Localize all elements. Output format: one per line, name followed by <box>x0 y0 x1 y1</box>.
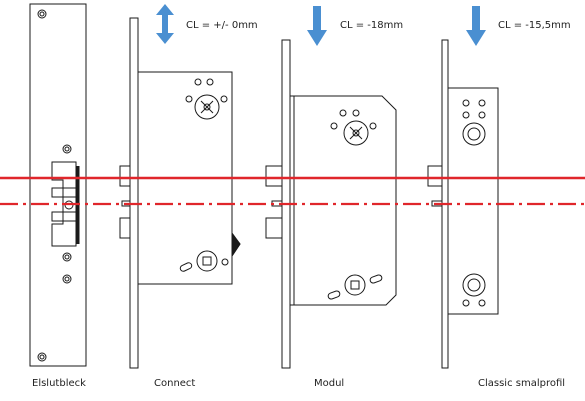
connect-cylinder-icon <box>196 250 218 272</box>
elslutbleck-caption: Elslutbleck <box>32 378 86 389</box>
classic-follower-icon <box>462 122 486 146</box>
case-hole-icon <box>462 99 470 107</box>
classic-lock-case <box>447 87 499 315</box>
case-hole-icon <box>339 109 347 117</box>
case-hole-icon <box>221 258 229 266</box>
case-hole-icon <box>478 111 486 119</box>
case-slot-icon <box>327 290 341 300</box>
case-slot-icon <box>179 262 193 272</box>
screw-hole-icon <box>62 274 72 284</box>
classic-caption: Classic smalprofil <box>478 378 566 389</box>
connect-faceplate <box>129 17 139 369</box>
screw-hole-icon <box>62 252 72 262</box>
case-hole-icon <box>194 78 202 86</box>
modul-lock-case <box>289 95 397 306</box>
connect-double-arrow-icon <box>156 4 174 44</box>
case-hole-icon <box>462 299 470 307</box>
case-slot-icon <box>369 274 383 284</box>
connect-cl-label: CL = +/- 0mm <box>186 20 258 31</box>
case-hole-icon <box>220 95 228 103</box>
screw-hole-icon <box>37 9 47 19</box>
connect-caption: Connect <box>154 378 196 389</box>
modul-latch-bolt <box>265 165 283 187</box>
modul-dead-bolt <box>265 217 283 239</box>
connect-follower-icon <box>194 94 220 120</box>
strike-plate-body <box>29 3 87 367</box>
case-hole-icon <box>206 78 214 86</box>
modul-cl-label: CL = -18mm <box>340 20 404 31</box>
case-hole-icon <box>462 111 470 119</box>
case-hole-icon <box>478 299 486 307</box>
cylinder-cam-icon <box>350 280 360 290</box>
follower-square-icon <box>349 126 363 140</box>
connect-dead-bolt <box>119 217 131 239</box>
connect-latch-bolt <box>119 165 131 187</box>
latch-pocket <box>51 187 77 198</box>
case-hole-icon <box>478 99 486 107</box>
screw-hole-icon <box>62 144 72 154</box>
modul-cylinder-icon <box>344 274 366 296</box>
classic-down-arrow-icon <box>466 6 486 46</box>
modul-follower-icon <box>343 120 369 146</box>
connect-snib <box>231 232 241 258</box>
classic-cl-label: CL = -15,5mm <box>498 20 571 31</box>
classic-latch-bolt <box>427 165 443 187</box>
follower-square-icon <box>200 100 214 114</box>
connect-lock <box>119 17 241 369</box>
case-hole-icon <box>330 122 338 130</box>
classic-cylinder-inner-icon <box>467 278 481 292</box>
screw-hole-icon <box>37 352 47 362</box>
classic-follower-inner-icon <box>467 127 481 141</box>
classic-cylinder-icon <box>462 273 486 297</box>
modul-caption: Modul <box>314 378 345 389</box>
elslutbleck-strike-plate <box>29 3 87 367</box>
latch-pocket <box>51 211 77 222</box>
case-hole-icon <box>352 109 360 117</box>
case-hole-icon <box>185 95 193 103</box>
cylinder-cam-icon <box>202 256 212 266</box>
modul-down-arrow-icon <box>307 6 327 46</box>
case-hole-icon <box>369 122 377 130</box>
